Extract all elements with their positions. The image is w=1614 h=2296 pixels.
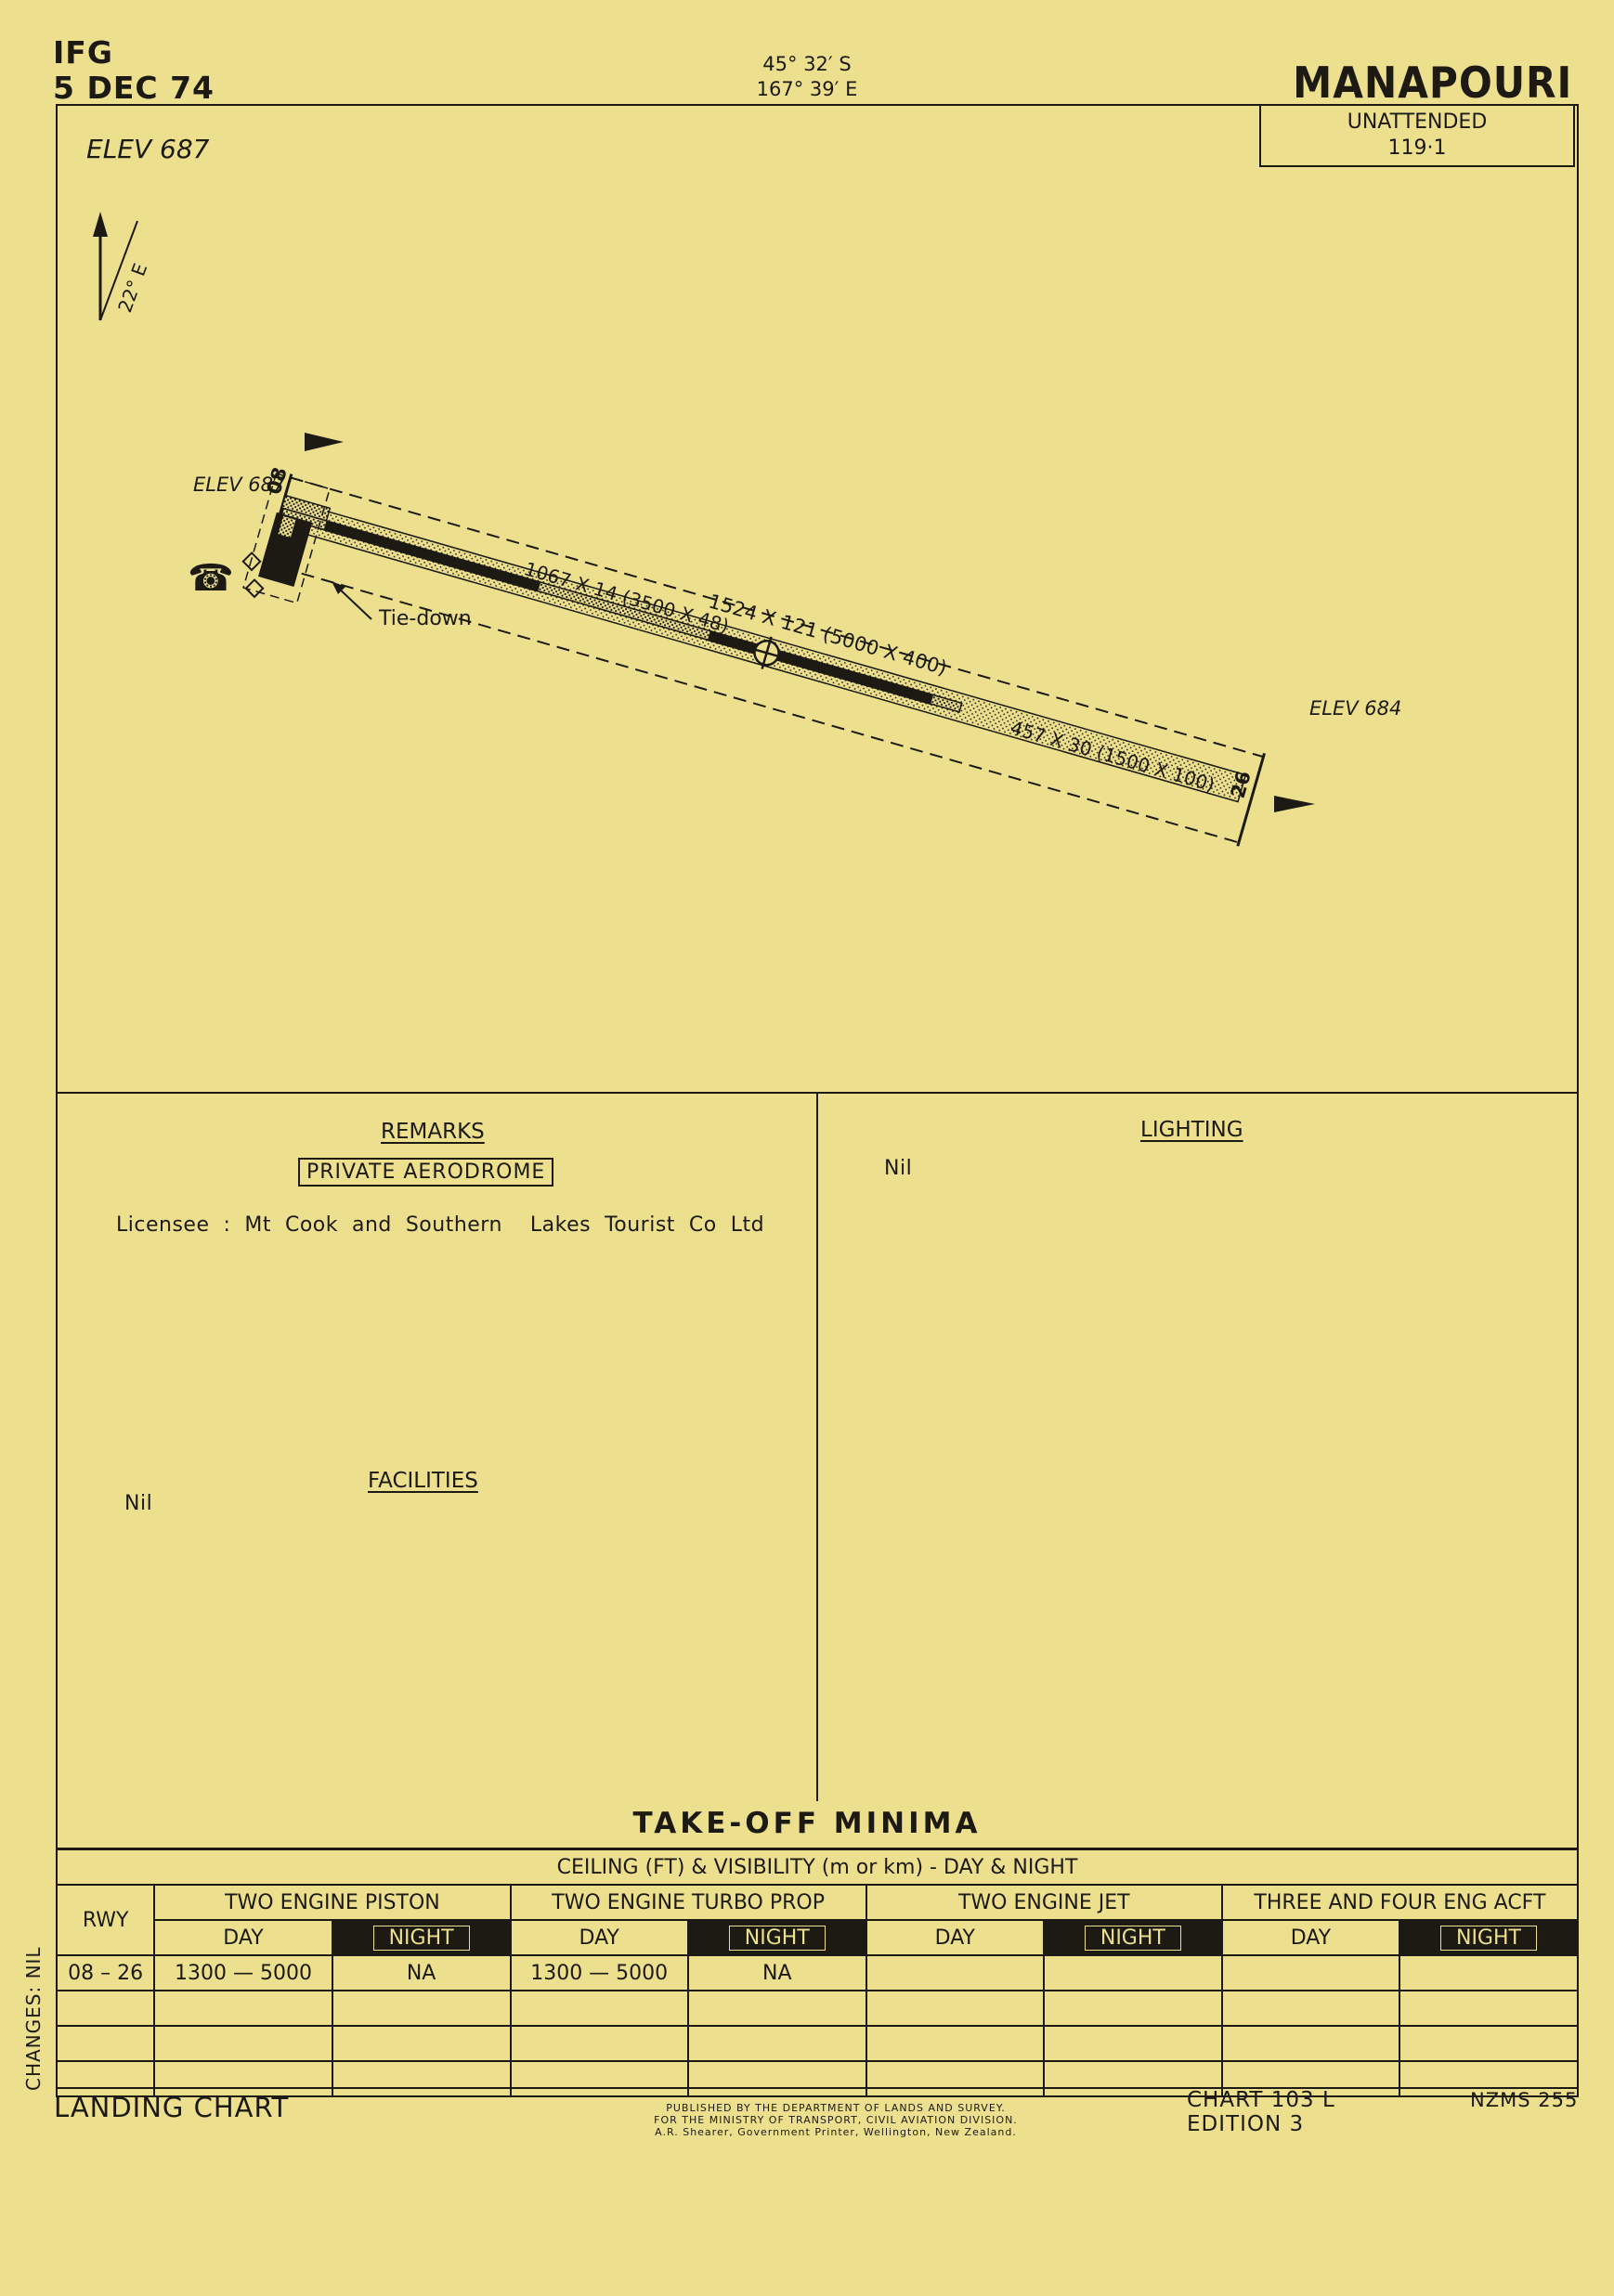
aerodrome-diagram: 22° E 1524 X 121 (5000 X 400) 1067 X 14 … xyxy=(93,212,1401,847)
table-row: RWY TWO ENGINE PISTON TWO ENGINE TURBO P… xyxy=(55,1884,1580,1956)
night-header: NIGHT xyxy=(1042,1919,1223,1956)
group-header: TWO ENGINE JET xyxy=(865,1884,1223,1921)
marker-icon xyxy=(241,551,262,572)
chart-number-block: CHART 103 L EDITION 3 xyxy=(1187,2088,1335,2136)
piston-night-cell: NA xyxy=(331,1954,512,1991)
piston-day-cell: 1300 — 5000 xyxy=(153,1954,333,1991)
rwy-cell: 08 – 26 xyxy=(55,1954,156,1991)
night-header: NIGHT xyxy=(331,1919,512,1956)
chart-type: LANDING CHART xyxy=(54,2092,290,2123)
publisher-line: FOR THE MINISTRY OF TRANSPORT, CIVIL AVI… xyxy=(654,2114,1018,2126)
landing-direction-arrow-icon xyxy=(1274,796,1315,812)
table-row: CEILING (FT) & VISIBILITY (m or km) - DA… xyxy=(56,1848,1579,1886)
remarks-lighting-divider xyxy=(816,1092,818,1801)
runway-group: 1524 X 121 (5000 X 400) 1067 X 14 (3500 … xyxy=(242,465,1266,847)
day-header: DAY xyxy=(865,1919,1045,1956)
day-header: DAY xyxy=(153,1919,333,1956)
header-left: IFG 5 DEC 74 xyxy=(53,35,215,106)
day-header: DAY xyxy=(1220,1919,1400,1956)
chart-edition: EDITION 3 xyxy=(1187,2112,1305,2136)
remarks-title: REMARKS xyxy=(381,1120,485,1144)
chart-number: CHART 103 L xyxy=(1187,2088,1335,2112)
day-header: DAY xyxy=(509,1919,689,1956)
series-code: NZMS 255 xyxy=(1470,2089,1579,2111)
aerodrome-name: MANAPOURI xyxy=(1292,58,1572,108)
takeoff-minima-table: CEILING (FT) & VISIBILITY (m or km) - DA… xyxy=(55,1848,1580,2097)
tiedown-label: Tie-down xyxy=(378,607,472,630)
tiedown-arrow-icon xyxy=(332,581,345,594)
table-row: 08 – 26 1300 — 5000 NA 1300 — 5000 NA xyxy=(55,1954,1580,1991)
takeoff-minima-title: TAKE-OFF MINIMA xyxy=(632,1807,982,1840)
chart-date: 5 DEC 74 xyxy=(53,70,215,106)
aerodrome-reference-point-icon xyxy=(749,636,784,669)
night-header: NIGHT xyxy=(1398,1919,1580,1956)
turbo-night-cell: NA xyxy=(686,1954,867,1991)
table-row xyxy=(55,2025,1580,2062)
minima-subtitle: CEILING (FT) & VISIBILITY (m or km) - DA… xyxy=(56,1848,1579,1886)
threshold-elevation-west: ELEV 687 xyxy=(193,473,286,496)
tiedown-leader xyxy=(336,586,372,620)
group-header: TWO ENGINE TURBO PROP xyxy=(509,1884,867,1921)
changes-note: CHANGES: NIL xyxy=(22,1946,45,2091)
chart-series: IFG xyxy=(53,34,113,71)
latitude: 45° 32′ S xyxy=(762,53,852,75)
group-header: TWO ENGINE PISTON xyxy=(153,1884,512,1921)
table-row: DAY NIGHT DAY NIGHT DAY NIGHT DAY NIGHT xyxy=(57,1919,1580,1956)
table-row xyxy=(55,2060,1580,2097)
table-row xyxy=(55,1990,1580,2027)
north-arrow-icon xyxy=(93,212,138,321)
publisher-line: A.R. Shearer, Government Printer, Wellin… xyxy=(655,2126,1017,2138)
private-aerodrome-box: PRIVATE AERODROME xyxy=(298,1158,554,1187)
facilities-title: FACILITIES xyxy=(368,1469,478,1493)
frequency: 119·1 xyxy=(1387,136,1447,160)
telephone-icon: ☎ xyxy=(188,557,234,600)
apron-parking xyxy=(278,515,296,538)
facilities-value: Nil xyxy=(124,1492,153,1515)
publisher-note: PUBLISHED BY THE DEPARTMENT OF LANDS AND… xyxy=(557,2102,1114,2138)
frequency-box: UNATTENDED 119·1 xyxy=(1259,104,1575,167)
runway-segment xyxy=(323,520,541,592)
taxiway xyxy=(280,494,332,522)
threshold-elevation-east: ELEV 684 xyxy=(1309,697,1401,720)
aerodrome-status: UNATTENDED xyxy=(1347,110,1488,134)
publisher-line: PUBLISHED BY THE DEPARTMENT OF LANDS AND… xyxy=(666,2102,1006,2114)
licensee-text: Licensee : Mt Cook and Southern Lakes To… xyxy=(116,1213,765,1237)
rwy-header: RWY xyxy=(55,1884,156,1956)
lighting-title: LIGHTING xyxy=(1140,1118,1243,1142)
night-header: NIGHT xyxy=(686,1919,867,1956)
threshold-east xyxy=(1236,752,1266,847)
landing-direction-arrow-icon xyxy=(305,433,344,451)
minima-divider xyxy=(56,1848,1579,1849)
lighting-value: Nil xyxy=(884,1157,913,1180)
coordinates: 45° 32′ S 167° 39′ E xyxy=(0,52,1614,102)
grass-dimensions: 457 X 30 (1500 X 100) xyxy=(1008,716,1217,796)
apron xyxy=(258,512,313,587)
turbo-day-cell: 1300 — 5000 xyxy=(509,1954,689,1991)
marker-icon xyxy=(244,578,265,599)
group-header: THREE AND FOUR ENG ACFT xyxy=(1220,1884,1580,1921)
aerodrome-elevation: ELEV 687 xyxy=(86,134,210,164)
longitude: 167° 39′ E xyxy=(756,78,858,100)
